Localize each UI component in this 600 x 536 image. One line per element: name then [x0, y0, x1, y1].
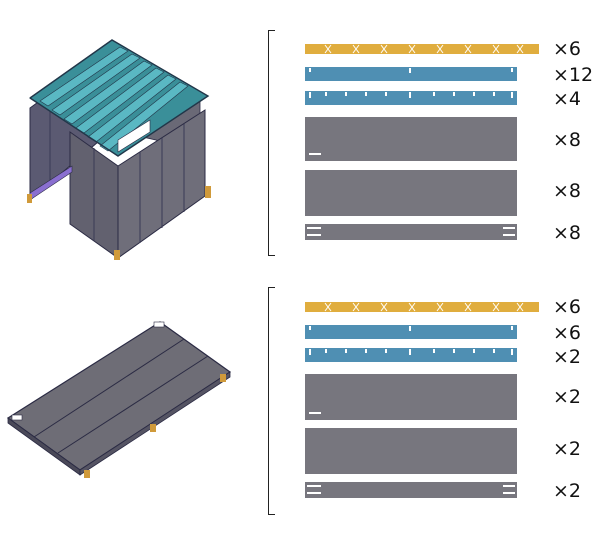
blue-rail-notched-part — [305, 91, 517, 105]
part-count: ×4 — [553, 88, 582, 110]
wall-panel-a-part — [305, 117, 517, 161]
wall-panel-a-part — [305, 374, 517, 420]
part-count: ×2 — [553, 438, 582, 460]
part-count: ×2 — [553, 480, 582, 502]
enclosure-illustration — [27, 39, 211, 260]
part-count: ×12 — [553, 64, 594, 86]
wall-panel-b-part — [305, 170, 517, 216]
gold-rail-part — [305, 44, 539, 54]
blue-rail-long-part — [305, 325, 517, 339]
floor-illustration — [6, 321, 232, 478]
gold-rail-part — [305, 302, 539, 312]
blue-rail-long-part — [305, 67, 517, 81]
strip-panel-part — [305, 224, 517, 240]
wall-panel-b-part — [305, 428, 517, 474]
part-count: ×6 — [553, 38, 582, 60]
part-count: ×8 — [553, 180, 582, 202]
part-count: ×6 — [553, 322, 582, 344]
section-bracket-bottom — [268, 287, 275, 515]
part-count: ×8 — [553, 129, 582, 151]
part-count: ×2 — [553, 346, 582, 368]
part-count: ×2 — [553, 386, 582, 408]
strip-panel-part — [305, 482, 517, 498]
section-bracket-top — [268, 30, 275, 256]
blue-rail-notched-part — [305, 348, 517, 362]
part-count: ×8 — [553, 222, 582, 244]
part-count: ×6 — [553, 296, 582, 318]
